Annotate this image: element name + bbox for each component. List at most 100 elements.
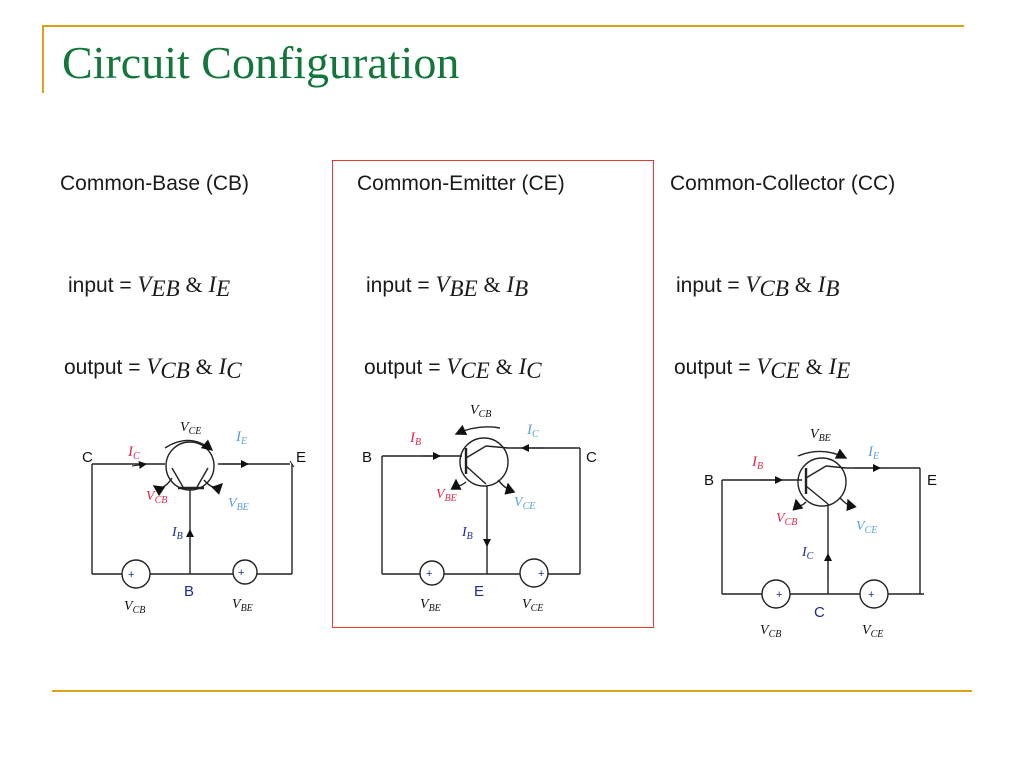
cb-source-vbe [232, 559, 258, 585]
cb-input-amp: & [185, 272, 203, 297]
ce-output-v-sub: CE [460, 358, 490, 383]
cc-output-equation: output = VCE & IE [674, 354, 850, 384]
cc-label-vcb: VCB [776, 511, 797, 528]
ce-source-vce [519, 558, 549, 588]
ce-terminal-e: E [474, 583, 484, 600]
cb-input-v-sub: EB [151, 276, 180, 301]
cb-terminal-b: B [184, 583, 194, 600]
slide-title: Circuit Configuration [62, 37, 460, 88]
ce-label-src-vbe: VBE [420, 597, 441, 614]
cc-output-v: V [756, 354, 771, 379]
cc-terminal-c: C [814, 604, 825, 621]
cc-src2-plus: + [868, 589, 874, 601]
ce-label-ic: IC [526, 422, 539, 440]
cb-source-vcb [121, 559, 151, 589]
ce-terminal-b: B [362, 449, 372, 466]
cc-input-i: I [817, 272, 826, 297]
cc-input-i-sub: B [825, 276, 840, 301]
cc-output-i: I [828, 354, 837, 379]
ce-output-v: V [446, 354, 461, 379]
cb-src2-plus: + [238, 567, 244, 579]
cb-label-vcb: VCB [146, 489, 167, 506]
cc-input-v: V [745, 272, 760, 297]
cc-output-i-sub: E [836, 358, 851, 383]
ce-input-amp: & [483, 272, 501, 297]
cb-output-i: I [218, 354, 227, 379]
cb-output-amp: & [195, 354, 213, 379]
ce-label-ib: IB [409, 430, 421, 448]
bottom-rule [52, 690, 972, 692]
ce-terminal-c: C [586, 449, 597, 466]
cb-terminal-e: E [296, 449, 306, 466]
cc-label-ib: IB [751, 454, 763, 472]
cb-label-src-vbe: VBE [232, 597, 253, 614]
cc-label-src-vcb: VCB [760, 623, 781, 640]
cb-label-ic: IC [127, 444, 140, 462]
cc-source-vce [859, 579, 889, 609]
ce-output-amp: & [495, 354, 513, 379]
cb-label-ie: IE [235, 429, 247, 447]
ce-src2-plus: + [538, 568, 544, 580]
ce-output-equation: output = VCE & IC [364, 354, 542, 384]
top-rule [42, 25, 964, 27]
cc-output-amp: & [805, 354, 823, 379]
cc-input-amp: & [794, 272, 812, 297]
left-rule [42, 25, 44, 93]
cb-input-label: input = [68, 274, 132, 297]
cb-src1-plus: + [128, 569, 134, 581]
cb-output-i-sub: C [226, 358, 242, 383]
common-emitter-highlight-box [332, 160, 654, 628]
ce-label-vce: VCE [514, 495, 535, 512]
cb-label-vbe: VBE [228, 496, 249, 513]
ce-input-equation: input = VBE & IB [366, 272, 528, 302]
ce-output-i-sub: C [526, 358, 542, 383]
ce-label-vbe: VBE [436, 487, 457, 504]
cb-input-equation: input = VEB & IE [68, 272, 230, 302]
ce-output-i: I [518, 354, 527, 379]
cb-heading: Common-Base (CB) [60, 172, 250, 195]
cc-label-src-vce: VCE [862, 623, 883, 640]
cc-terminal-e: E [927, 472, 937, 489]
ce-input-v: V [435, 272, 450, 297]
cc-transistor-circle [797, 457, 847, 507]
cc-terminal-b: B [704, 472, 714, 489]
ce-output-label: output = [364, 356, 441, 379]
cb-output-v-sub: CB [160, 358, 190, 383]
cc-output-v-sub: CE [770, 358, 800, 383]
ce-label-src-vce: VCE [522, 597, 543, 614]
ce-input-i: I [506, 272, 515, 297]
cc-label-ic: IC [801, 545, 814, 562]
cb-transistor-circle [165, 441, 215, 491]
cc-input-equation: input = VCB & IB [676, 272, 839, 302]
cb-label-vce: VCE [180, 420, 201, 437]
ce-input-v-sub: BE [449, 276, 478, 301]
cb-input-i: I [208, 272, 217, 297]
cc-heading: Common-Collector (CC) [670, 172, 896, 195]
ce-label-vcb: VCB [470, 403, 491, 420]
cc-input-label: input = [676, 274, 740, 297]
cb-output-label: output = [64, 356, 141, 379]
cc-input-v-sub: CB [759, 276, 789, 301]
cb-terminal-c: C [82, 449, 93, 466]
ce-input-i-sub: B [514, 276, 529, 301]
ce-transistor-circle [459, 437, 509, 487]
cb-output-v: V [146, 354, 161, 379]
ce-input-label: input = [366, 274, 430, 297]
ce-heading: Common-Emitter (CE) [357, 172, 565, 195]
cb-input-v: V [137, 272, 152, 297]
cb-label-ib: IB [171, 525, 183, 542]
cc-label-ie: IE [867, 444, 879, 462]
ce-src1-plus: + [426, 568, 432, 580]
cb-input-i-sub: E [216, 276, 231, 301]
cb-label-src-vcb: VCB [124, 599, 145, 616]
ce-label-ib-lower: IB [461, 525, 473, 542]
cb-output-equation: output = VCB & IC [64, 354, 242, 384]
cc-output-label: output = [674, 356, 751, 379]
cc-label-vce: VCE [856, 519, 877, 536]
cc-label-vbe: VBE [810, 427, 831, 444]
cc-source-vcb [761, 579, 791, 609]
ce-source-vbe [419, 560, 445, 586]
